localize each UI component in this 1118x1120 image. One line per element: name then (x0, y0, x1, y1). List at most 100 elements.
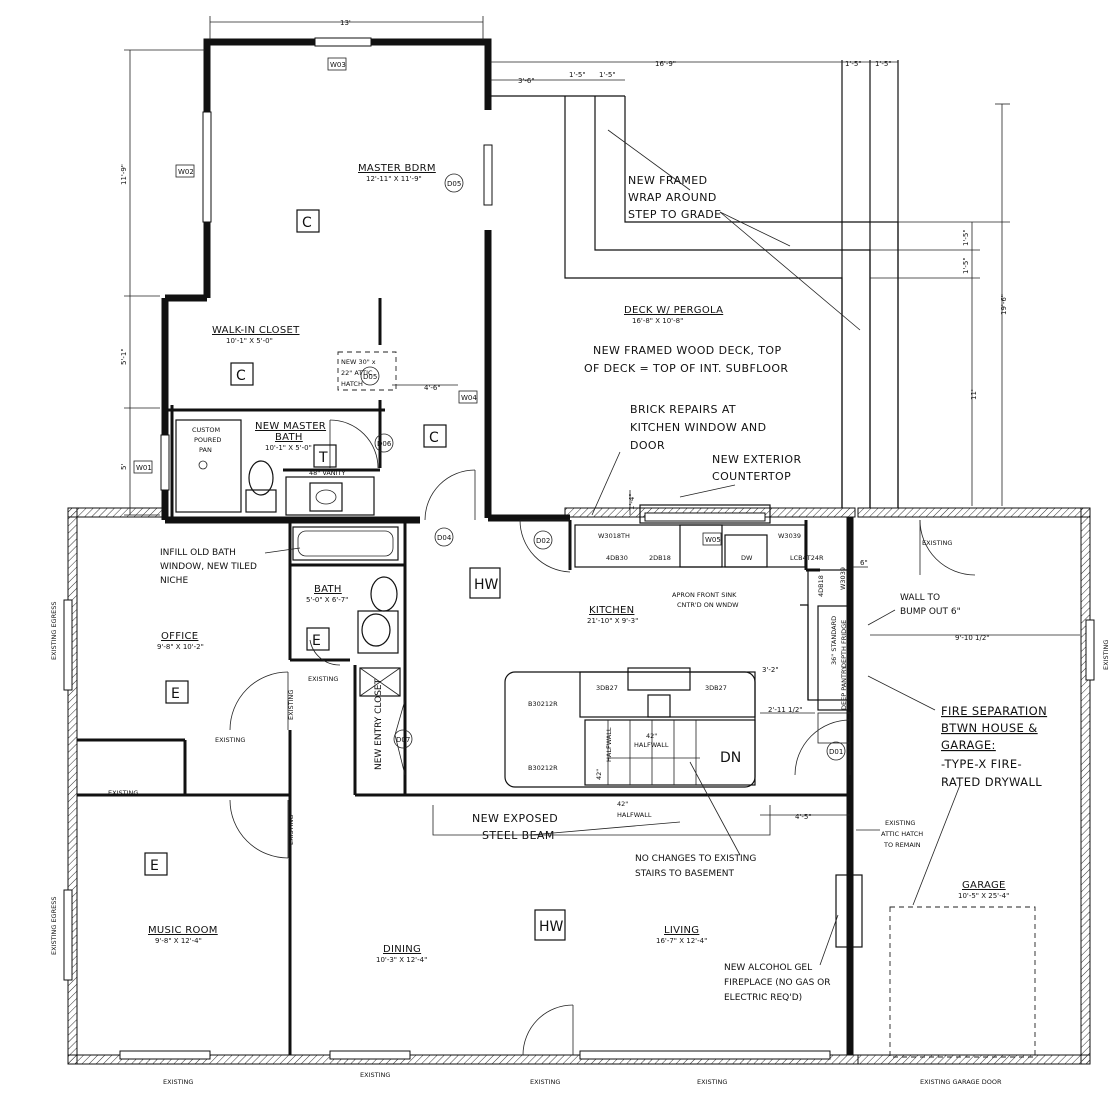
dim-4-5: 4'-5" (795, 813, 812, 821)
note-deck-1: NEW FRAMED WOOD DECK, TOP (593, 344, 782, 357)
room-master-bdrm-size: 12'-11" X 11'-9" (366, 175, 422, 183)
note-halfwall-b-1: 42" (595, 769, 603, 780)
cab-3db27-a: 3DB27 (596, 684, 618, 692)
cab-3db27-b: 3DB27 (705, 684, 727, 692)
note-attic-hatch-2: ATTIC HATCH (881, 830, 923, 838)
addition-walls (160, 37, 493, 520)
tag-d05a: D05 (447, 180, 461, 188)
dim-11: 11' (970, 389, 978, 400)
room-dining-size: 10'-3" X 12'-4" (376, 956, 427, 964)
room-kitchen: KITCHEN (589, 605, 634, 616)
dim-2-11: 2'-11 1/2" (768, 706, 803, 714)
room-music-size: 9'-8" X 12'-4" (155, 937, 202, 945)
cab-w3018th: W3018TH (598, 532, 630, 540)
note-fire-5: RATED DRYWALL (941, 775, 1042, 789)
existing-6: EXISTING (308, 675, 338, 683)
dimension-text: 13' 16'-9" 1'-5" 1'-5" 3'-6" 1'-5" 1'-5"… (120, 19, 1008, 821)
note-apron-sink-2: CNTR'D ON WNDW (677, 601, 739, 609)
code-c-hall: C (429, 430, 439, 446)
code-c-master: C (302, 215, 312, 231)
room-master-bath-1: NEW MASTER (255, 421, 326, 432)
cab-w3039-b: W3039 (839, 567, 847, 590)
existing-2: EXISTING (360, 1071, 390, 1079)
room-master-bdrm: MASTER BDRM (358, 163, 436, 174)
note-halfwall-c-1: 42" (617, 800, 628, 808)
note-deck-2: OF DECK = TOP OF INT. SUBFLOOR (584, 362, 788, 375)
note-attic-hatch-1: EXISTING (885, 819, 915, 827)
note-infill-1: INFILL OLD BATH (160, 548, 236, 558)
tag-w02: W02 (178, 168, 194, 176)
leader-arrows (264, 129, 961, 966)
note-wall-bump-2: BUMP OUT 6" (900, 607, 961, 617)
note-steel-beam-1: NEW EXPOSED (472, 812, 558, 825)
note-halfwall-a-1: 42" (646, 732, 657, 740)
note-wall-bump-1: WALL TO (900, 593, 940, 603)
note-apron-sink-1: APRON FRONT SINK (672, 591, 737, 599)
note-countertop-1: NEW EXTERIOR (712, 453, 802, 466)
cab-b30212-a: B30212R (528, 700, 558, 708)
dim-9-10: 9'-10 1/2" (955, 634, 990, 642)
room-walkin-closet-size: 10'-1" X 5'-0" (226, 337, 273, 345)
tag-d01: D01 (829, 748, 843, 756)
note-fire-3: GARAGE: (941, 738, 996, 752)
note-fire-4: -TYPE-X FIRE- (941, 757, 1022, 771)
note-fire-1: FIRE SEPARATION (941, 704, 1047, 718)
tag-d07: D07 (396, 736, 410, 744)
tag-d05b: D05 (363, 373, 377, 381)
existing-exterior-walls (67, 507, 1091, 1065)
dim-1-5-f: 1'-5" (962, 257, 970, 274)
room-office: OFFICE (161, 631, 198, 642)
dim-4-6: 4'-6" (424, 384, 441, 392)
dim-3-6: 3'-6" (518, 77, 535, 85)
code-e-office: E (171, 686, 180, 702)
tag-d02: D02 (536, 537, 550, 545)
note-framed-step-1: NEW FRAMED (628, 174, 708, 187)
dim-16-9: 16'-9" (655, 60, 676, 68)
room-living: LIVING (664, 925, 699, 936)
note-custom-pan-1: CUSTOM (192, 426, 220, 434)
existing-egress-1: EXISTING EGRESS (50, 602, 58, 660)
dim-1-5-d: 1'-5" (599, 71, 616, 79)
note-new-attic-hatch-3: HATCH (341, 380, 363, 388)
dim-13: 13' (340, 19, 351, 27)
dim-6: 6" (860, 559, 868, 567)
room-music: MUSIC ROOM (148, 925, 218, 936)
tag-d06: D06 (377, 440, 392, 448)
notes: NEW FRAMED WRAP AROUND STEP TO GRADE NEW… (160, 174, 1047, 1003)
existing-9: EXISTING (287, 690, 295, 720)
room-garage: GARAGE (962, 880, 1006, 891)
note-infill-3: NICHE (160, 576, 188, 586)
room-deck-size: 16'-8" X 10'-8" (632, 317, 683, 325)
note-halfwall-a-2: HALFWALL (634, 741, 669, 749)
room-office-size: 9'-8" X 10'-2" (157, 643, 204, 651)
cab-4db18: 4DB18 (817, 575, 825, 597)
note-attic-hatch-3: TO REMAIN (883, 841, 921, 849)
dim-1-5-c: 1'-5" (569, 71, 586, 79)
dim-1-5-top-a: 1'-5" (845, 60, 862, 68)
existing-5: EXISTING (922, 539, 952, 547)
dim-1-5-top-b: 1'-5" (875, 60, 892, 68)
existing-windows (63, 512, 1095, 1060)
note-no-changes-1: NO CHANGES TO EXISTING (635, 854, 756, 864)
existing-garage-door: EXISTING GARAGE DOOR (920, 1078, 1002, 1086)
note-dn: DN (720, 750, 741, 766)
dim-1-4: 1'-4" (628, 493, 636, 510)
code-c-closet: C (236, 368, 246, 384)
room-bath: BATH (314, 584, 342, 595)
existing-11: EXISTING (1102, 640, 1110, 670)
dimension-lines (124, 16, 1080, 816)
code-hw-entry: HW (474, 577, 499, 593)
tag-d04: D04 (437, 534, 452, 542)
room-walkin-closet: WALK-IN CLOSET (212, 325, 300, 336)
dim-5-1: 5'-1" (120, 348, 128, 365)
existing-10: EXISTING (287, 815, 295, 845)
room-labels: MASTER BDRM 12'-11" X 11'-9" WALK-IN CLO… (148, 163, 1009, 964)
note-fireplace-3: ELECTRIC REQ'D) (724, 993, 802, 1003)
existing-1: EXISTING (163, 1078, 193, 1086)
room-deck: DECK W/ PERGOLA (624, 305, 723, 316)
note-brick-2: KITCHEN WINDOW AND (630, 421, 766, 434)
tag-w03: W03 (330, 61, 346, 69)
room-garage-size: 10'-5" X 25'-4" (958, 892, 1009, 900)
note-fridge-1: 36" STANDARD (830, 616, 838, 665)
